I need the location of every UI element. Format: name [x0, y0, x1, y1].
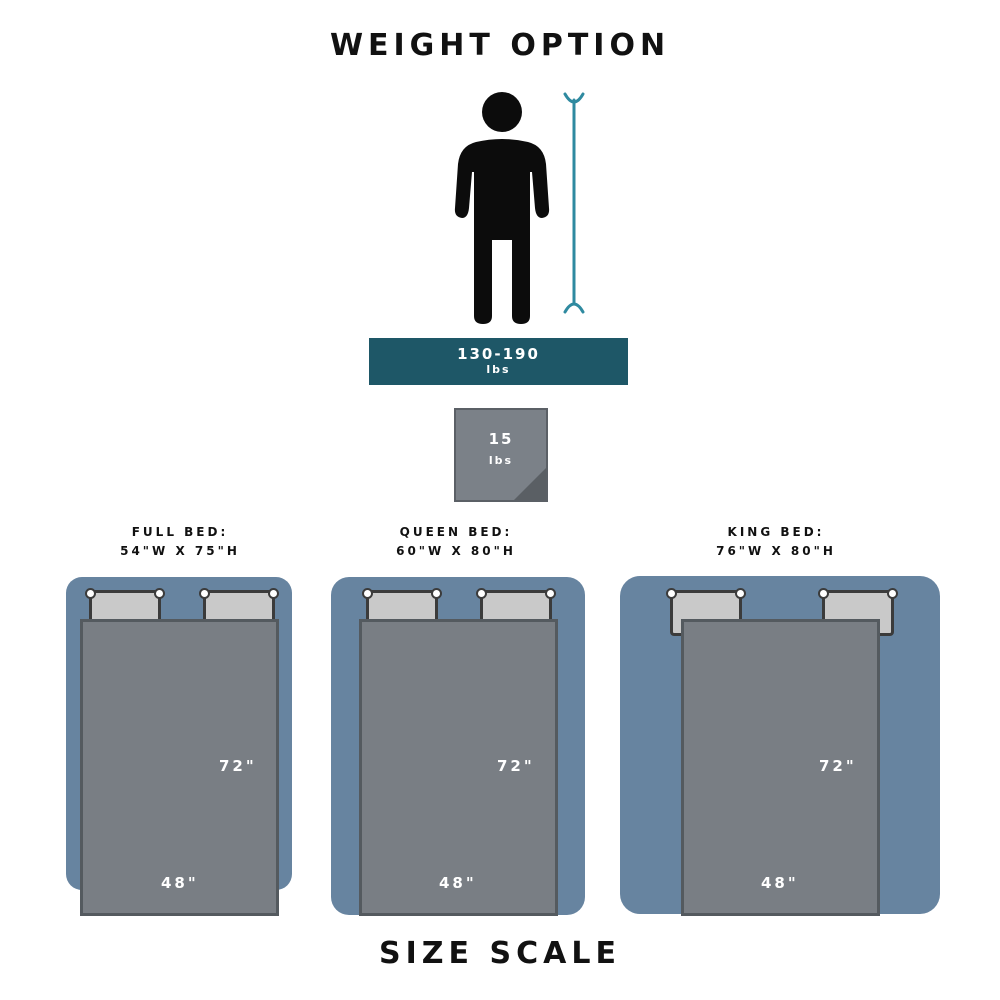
- blanket-weight-unit: lbs: [488, 454, 514, 467]
- king-bed-blanket: [681, 619, 880, 916]
- full-bed-blanket-length: 72": [219, 757, 257, 775]
- person-silhouette-icon: [454, 92, 550, 324]
- weight-range-unit: lbs: [486, 363, 511, 376]
- pillow-icon: [199, 588, 279, 624]
- full-bed-blanket-width: 48": [161, 874, 199, 892]
- weight-range-value: 130-190: [457, 345, 540, 363]
- height-marker-icon: [563, 92, 585, 314]
- bed-size: 54"W X 75"H: [120, 544, 240, 558]
- person-figure: [454, 92, 585, 324]
- queen-bed-label: QUEEN BED: 60"W X 80"H: [356, 523, 556, 561]
- pillow-icon: [818, 588, 898, 636]
- weight-range-bar: 130-190 lbs: [369, 338, 628, 385]
- king-bed-label: KING BED: 76"W X 80"H: [676, 523, 876, 561]
- size-scale-title: SIZE SCALE: [379, 936, 621, 971]
- pillow-icon: [85, 588, 165, 624]
- bed-name: FULL BED:: [131, 525, 229, 539]
- weight-option-title: WEIGHT OPTION: [329, 28, 671, 63]
- queen-bed-blanket: [359, 619, 558, 916]
- full-bed-blanket: [80, 619, 279, 916]
- bed-size: 60"W X 80"H: [396, 544, 516, 558]
- bed-name: KING BED:: [727, 525, 825, 539]
- king-bed-blanket-length: 72": [819, 757, 857, 775]
- bed-name: QUEEN BED:: [399, 525, 513, 539]
- king-bed-blanket-width: 48": [761, 874, 799, 892]
- queen-bed-blanket-length: 72": [497, 757, 535, 775]
- blanket-weight-swatch: 15 lbs: [454, 408, 548, 502]
- full-bed-label: FULL BED: 54"W X 75"H: [80, 523, 280, 561]
- swatch-fold-corner: [514, 468, 546, 500]
- blanket-weight-value: 15: [488, 430, 514, 448]
- queen-bed-blanket-width: 48": [439, 874, 477, 892]
- bed-size: 76"W X 80"H: [716, 544, 836, 558]
